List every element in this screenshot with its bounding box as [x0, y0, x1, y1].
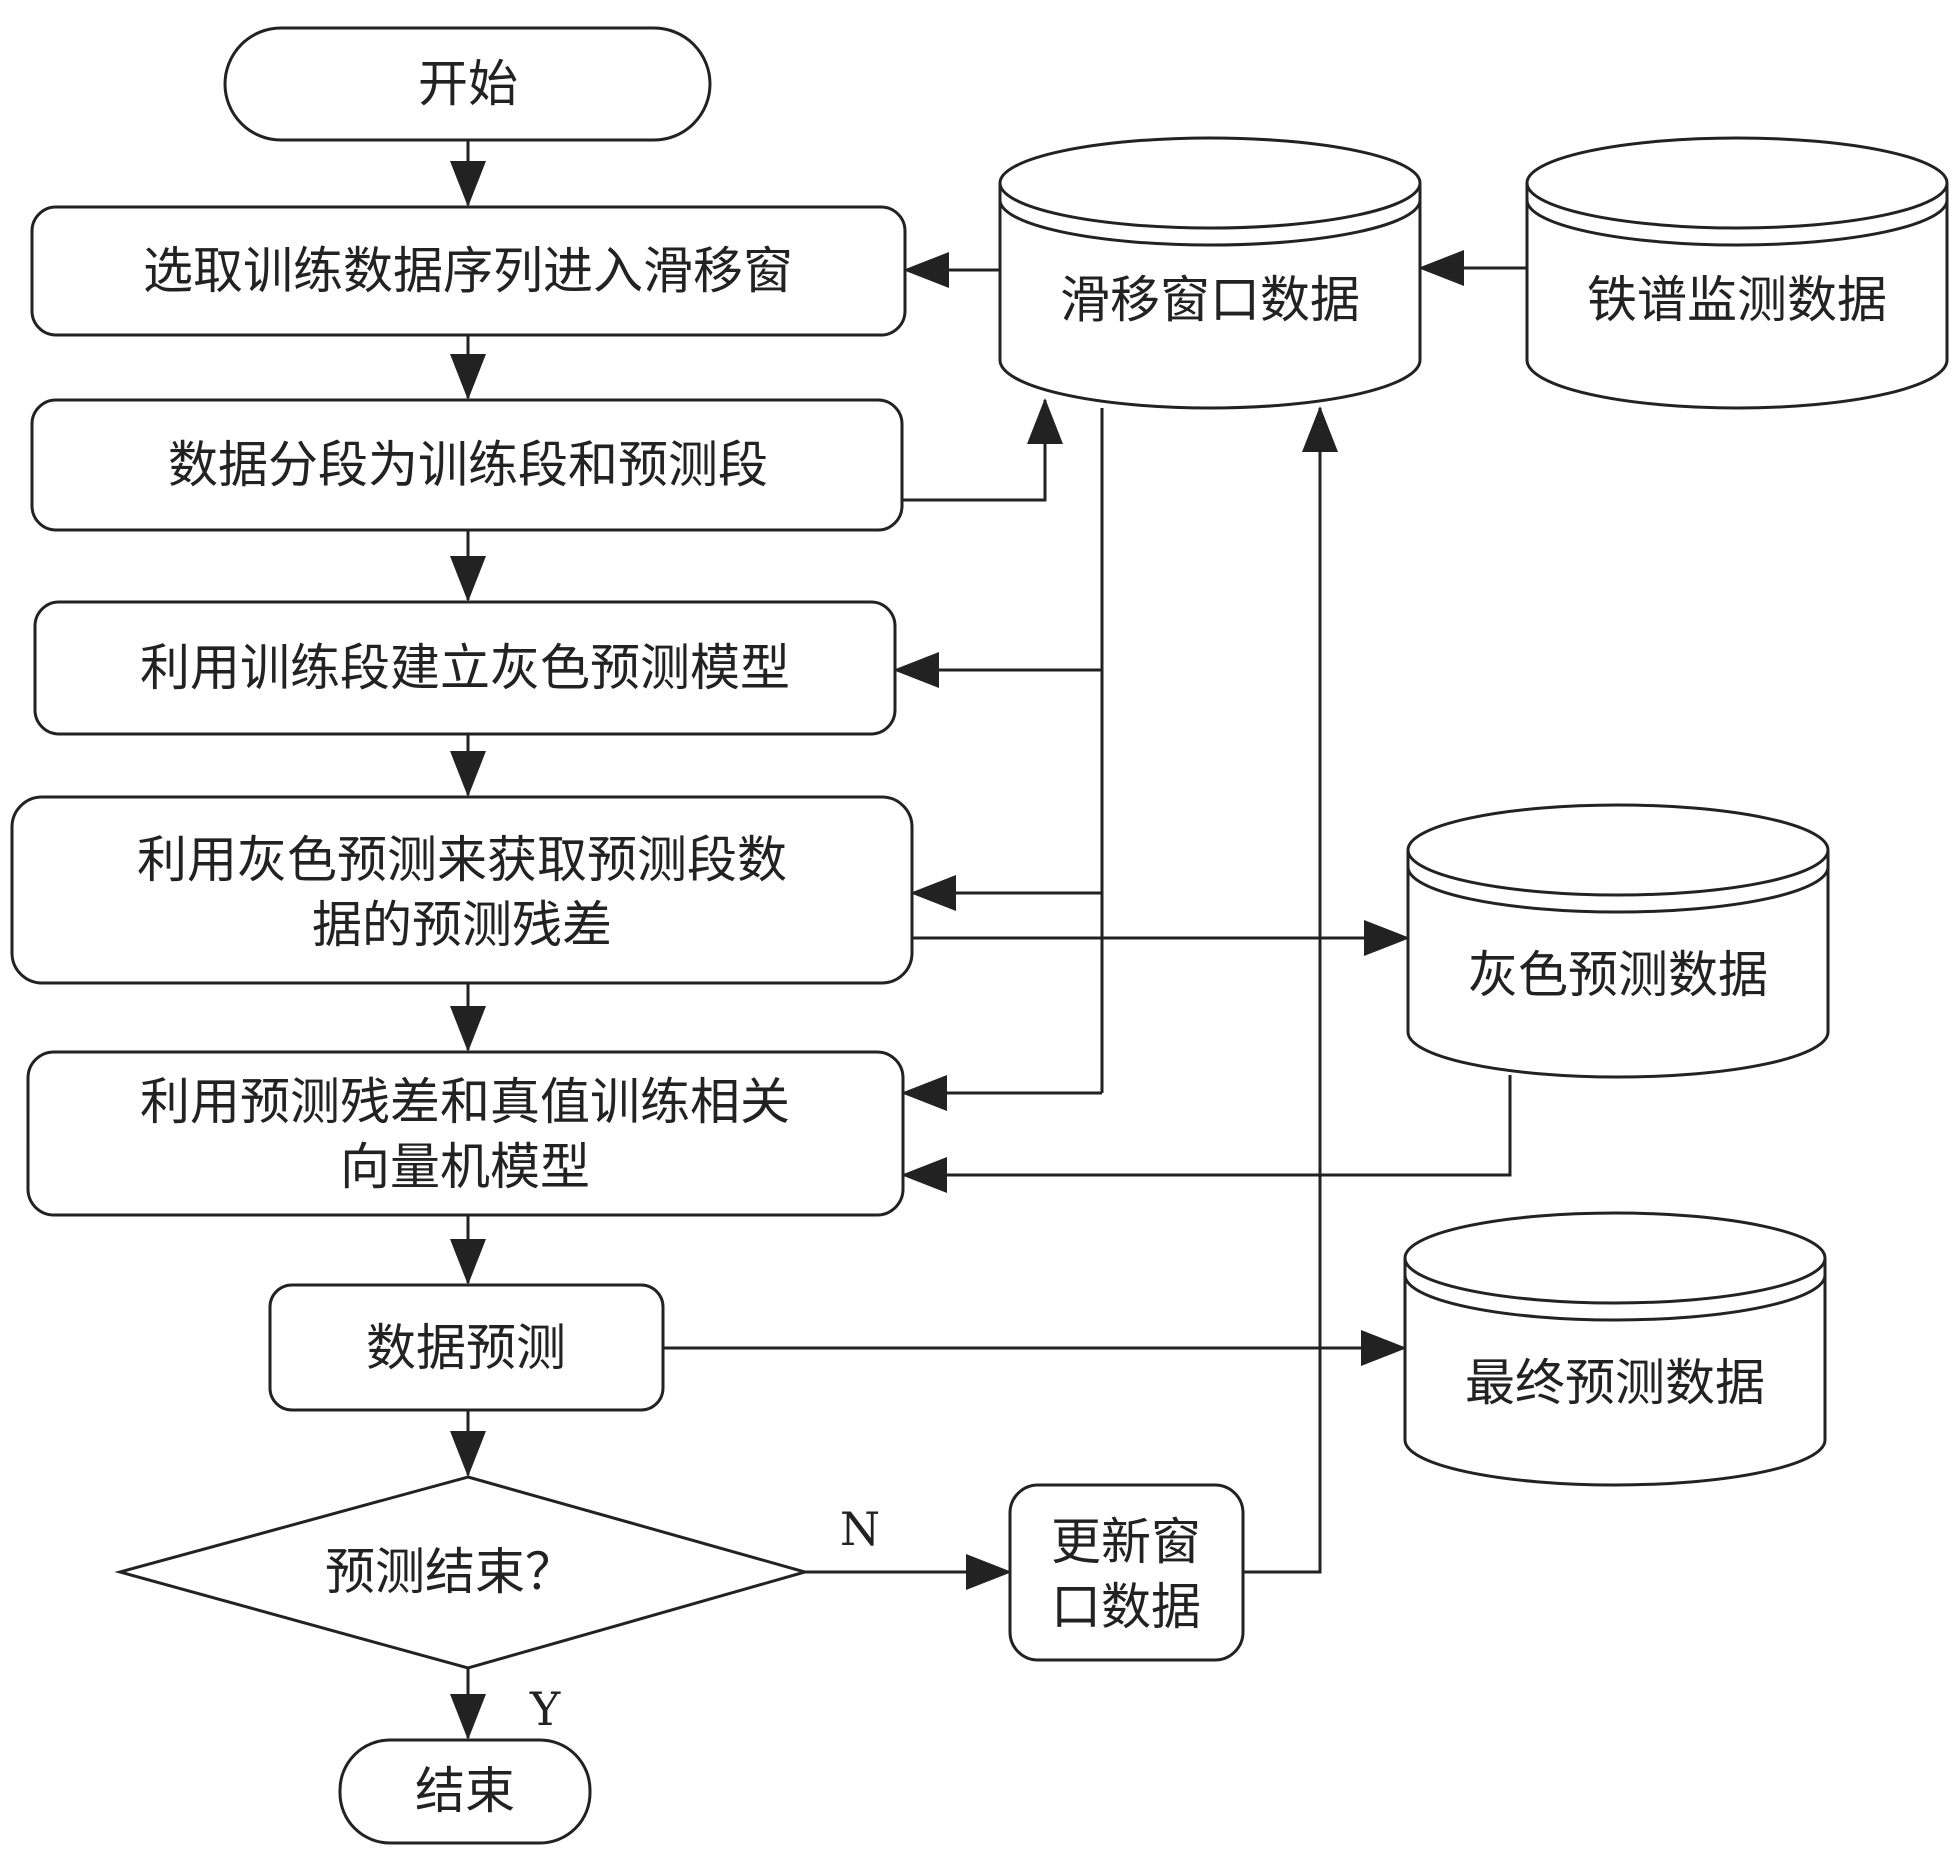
sliding-window-db-label: 滑移窗口数据	[1060, 271, 1360, 329]
end-label: 结束	[415, 1762, 515, 1820]
yes-label: Y	[529, 1682, 561, 1736]
residual-node: 利用灰色预测来获取预测段数 据的预测残差	[12, 797, 912, 983]
segment-label: 数据分段为训练段和预测段	[168, 436, 768, 494]
no-label: N	[840, 1502, 880, 1556]
rvm-label-line2: 向量机模型	[340, 1138, 590, 1196]
ferrography-db-label: 铁谱监测数据	[1587, 271, 1887, 329]
segment-node: 数据分段为训练段和预测段	[32, 400, 902, 530]
residual-label-line1: 利用灰色预测来获取预测段数	[137, 831, 787, 889]
select-training-label: 选取训练数据序列进入滑移窗	[143, 242, 793, 300]
end-node: 结束	[340, 1740, 590, 1843]
build-model-node: 利用训练段建立灰色预测模型	[35, 602, 895, 734]
decision-node: 预测结束？	[120, 1477, 805, 1668]
final-prediction-db-label: 最终预测数据	[1465, 1354, 1765, 1412]
decision-label: 预测结束？	[325, 1543, 575, 1601]
update-label-line2: 口数据	[1051, 1578, 1201, 1636]
rvm-node: 利用预测残差和真值训练相关 向量机模型	[28, 1052, 903, 1215]
start-label: 开始	[418, 55, 518, 113]
select-training-node: 选取训练数据序列进入滑移窗	[32, 207, 905, 335]
final-prediction-db: 最终预测数据	[1405, 1213, 1825, 1485]
ferrography-db: 铁谱监测数据	[1527, 138, 1947, 408]
sliding-window-db: 滑移窗口数据	[1000, 138, 1420, 408]
grey-prediction-db: 灰色预测数据	[1408, 805, 1828, 1077]
predict-node: 数据预测	[270, 1285, 663, 1410]
update-label-line1: 更新窗	[1051, 1513, 1201, 1571]
start-node: 开始	[225, 28, 710, 140]
build-model-label: 利用训练段建立灰色预测模型	[140, 639, 790, 697]
grey-prediction-db-label: 灰色预测数据	[1468, 946, 1768, 1004]
predict-label: 数据预测	[366, 1319, 566, 1377]
arrow-grey-to-rvm	[903, 1075, 1510, 1175]
update-window-node: 更新窗 口数据	[1010, 1485, 1243, 1660]
rvm-label-line1: 利用预测残差和真值训练相关	[140, 1073, 790, 1131]
arrow-update-to-window	[1243, 408, 1320, 1572]
arrow-segment-to-window	[902, 400, 1045, 500]
residual-label-line2: 据的预测残差	[312, 896, 612, 954]
